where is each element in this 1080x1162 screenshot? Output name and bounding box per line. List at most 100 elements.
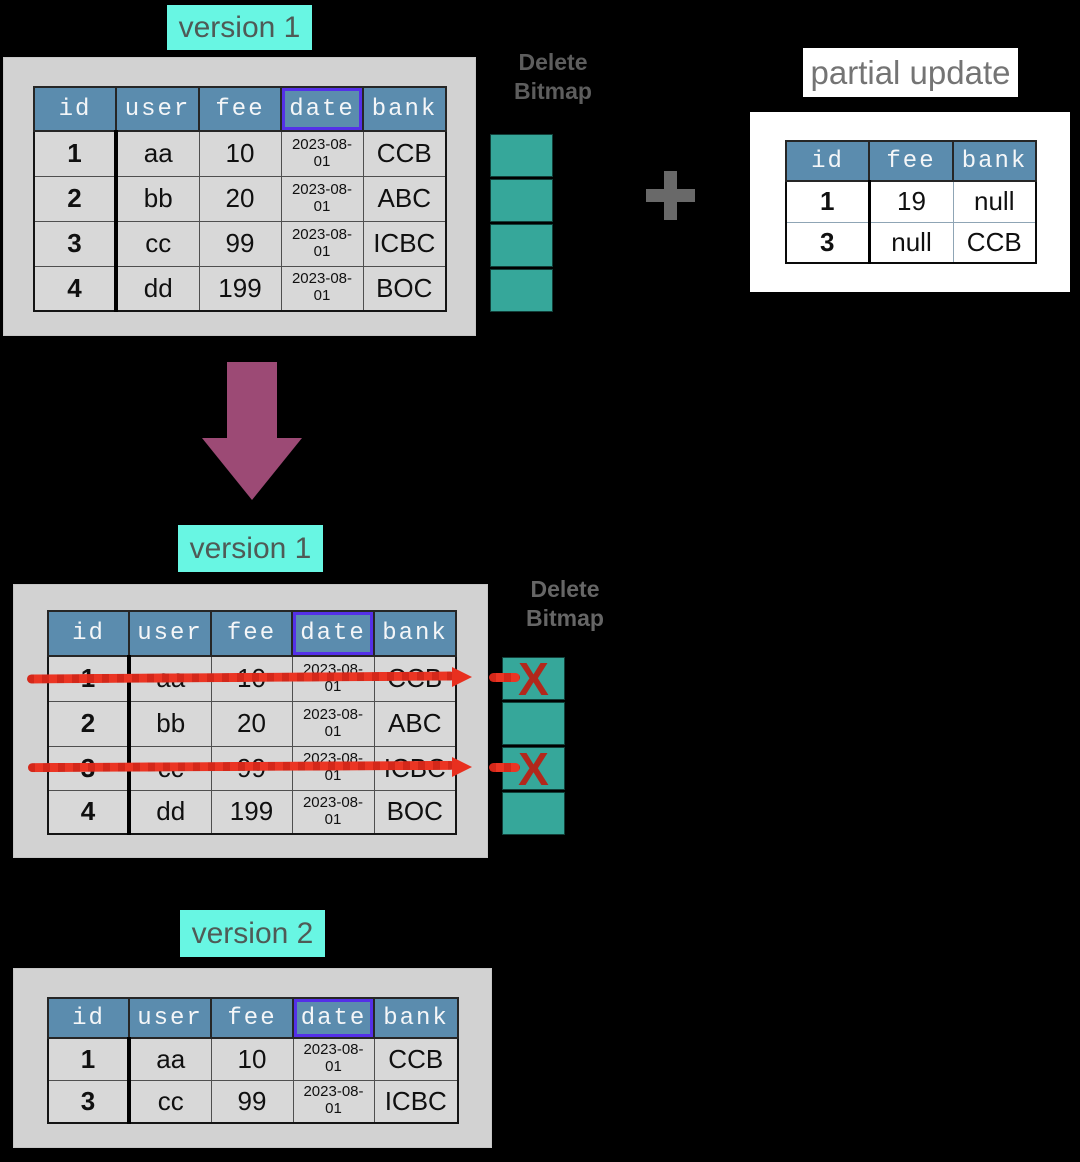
column-header-id: id: [33, 86, 117, 132]
cell-bank: CCB: [952, 221, 1037, 264]
column-header-user: user: [128, 610, 212, 657]
cell-id: 3: [33, 220, 118, 267]
cell-fee: 99: [198, 220, 282, 267]
cell-bank: CCB: [373, 1037, 459, 1081]
cell-date: 2023-08-01: [280, 175, 364, 222]
bitmap-cell: [502, 702, 565, 745]
cell-id: 1: [785, 180, 871, 223]
cell-id: 3: [47, 1079, 131, 1124]
cell-user: dd: [115, 265, 200, 312]
table-row: 2 bb 20 2023-08-01 ABC: [47, 700, 457, 747]
cell-bank: ICBC: [362, 220, 447, 267]
version2-label-text: version 2: [191, 916, 314, 950]
table-row: 3 cc 99 2023-08-01 ICBC: [47, 1079, 459, 1124]
bitmap-cell: [490, 269, 553, 312]
delete-bitmap-line1: Delete: [530, 576, 600, 602]
table-row: 4 dd 199 2023-08-01 BOC: [47, 789, 457, 835]
column-header-bank: bank: [952, 140, 1037, 182]
version1-label-top: version 1: [167, 5, 312, 50]
cell-fee: 10: [210, 1037, 294, 1081]
cell-id: 2: [33, 175, 118, 222]
delete-bitmap-line1: Delete: [518, 49, 588, 75]
cell-fee: 20: [210, 700, 293, 747]
table-header-row: id fee bank: [785, 140, 1037, 182]
cell-bank: null: [952, 180, 1037, 223]
version1-label-text: version 1: [189, 531, 312, 565]
column-header-bank: bank: [362, 86, 447, 132]
version1-label-mid: version 1: [178, 525, 323, 572]
column-header-id: id: [47, 610, 130, 657]
red-strike-arrowhead-row3: [452, 757, 472, 777]
cell-date: 2023-08-01: [291, 789, 375, 835]
cell-id: 4: [33, 265, 118, 312]
table-header-row: id user fee date bank: [47, 610, 457, 657]
bitmap-cell: [490, 224, 553, 267]
cell-date: 2023-08-01: [291, 700, 375, 747]
column-header-id: id: [47, 997, 130, 1039]
partial-update-text: partial update: [810, 53, 1011, 91]
cell-id: 3: [785, 221, 871, 264]
cell-bank: BOC: [362, 265, 447, 312]
cell-bank: BOC: [373, 789, 457, 835]
delete-bitmap-label-top: Delete Bitmap: [496, 48, 610, 106]
column-header-date-highlighted: date: [291, 610, 375, 657]
cell-date: 2023-08-01: [280, 130, 364, 177]
cell-bank: ICBC: [373, 1079, 459, 1124]
cell-fee: 99: [210, 1079, 294, 1124]
column-header-user: user: [128, 997, 212, 1039]
version1-label-text: version 1: [178, 10, 301, 44]
column-header-fee: fee: [210, 997, 294, 1039]
version1-table-mid: id user fee date bank 1 aa 10 2023-08-01…: [47, 610, 457, 835]
column-header-fee: fee: [868, 140, 954, 182]
arrow-shaft: [227, 362, 277, 439]
red-strike-tail-row3: [489, 763, 520, 772]
table-row: 1 aa 10 2023-08-01 CCB: [33, 130, 447, 177]
arrow-head: [202, 438, 302, 500]
table-row: 4 dd 199 2023-08-01 BOC: [33, 265, 447, 312]
cell-id: 4: [47, 789, 131, 835]
table-row: 3 null CCB: [785, 221, 1037, 264]
table-row: 3 cc 99 2023-08-01 ICBC: [33, 220, 447, 267]
delete-bitmap-line2: Bitmap: [514, 78, 592, 104]
column-header-user: user: [115, 86, 200, 132]
column-header-date-highlighted: date: [280, 86, 364, 132]
cell-bank: ABC: [362, 175, 447, 222]
delete-bitmap-top: [490, 134, 553, 312]
cell-user: dd: [128, 789, 212, 835]
red-strike-tail-row1: [489, 673, 520, 682]
table-row: 1 aa 10 2023-08-01 CCB: [47, 1037, 459, 1081]
cell-user: bb: [115, 175, 200, 222]
cell-date: 2023-08-01: [292, 1037, 375, 1081]
version1-table-top: id user fee date bank 1 aa 10 2023-08-01…: [33, 86, 447, 312]
column-header-fee: fee: [198, 86, 282, 132]
cell-fee: 19: [868, 180, 954, 223]
column-header-date-highlighted: date: [292, 997, 375, 1039]
red-strike-arrowhead-row1: [452, 667, 472, 687]
bitmap-cell: [490, 134, 553, 177]
cell-id: 1: [47, 1037, 131, 1081]
cell-date: 2023-08-01: [280, 220, 364, 267]
table-header-row: id user fee date bank: [47, 997, 459, 1039]
cell-user: bb: [128, 700, 212, 747]
plus-icon: [646, 171, 695, 220]
cell-fee: 10: [198, 130, 282, 177]
cell-bank: ABC: [373, 700, 457, 747]
cell-user: cc: [128, 1079, 212, 1124]
cell-fee: 199: [198, 265, 282, 312]
version2-table: id user fee date bank 1 aa 10 2023-08-01…: [47, 997, 459, 1124]
column-header-bank: bank: [373, 997, 459, 1039]
delete-bitmap-label-mid: Delete Bitmap: [508, 575, 622, 633]
cell-fee: 199: [210, 789, 293, 835]
column-header-fee: fee: [210, 610, 293, 657]
table-row: 2 bb 20 2023-08-01 ABC: [33, 175, 447, 222]
cell-id: 2: [47, 700, 131, 747]
table-row: 1 19 null: [785, 180, 1037, 223]
plus-vertical-bar: [664, 171, 677, 220]
column-header-id: id: [785, 140, 870, 182]
cell-id: 1: [33, 130, 118, 177]
cell-bank: CCB: [362, 130, 447, 177]
bitmap-cell: [490, 179, 553, 222]
partial-update-table: id fee bank 1 19 null 3 null CCB: [785, 140, 1037, 264]
cell-fee: null: [868, 221, 954, 264]
bitmap-cell: [502, 792, 565, 835]
